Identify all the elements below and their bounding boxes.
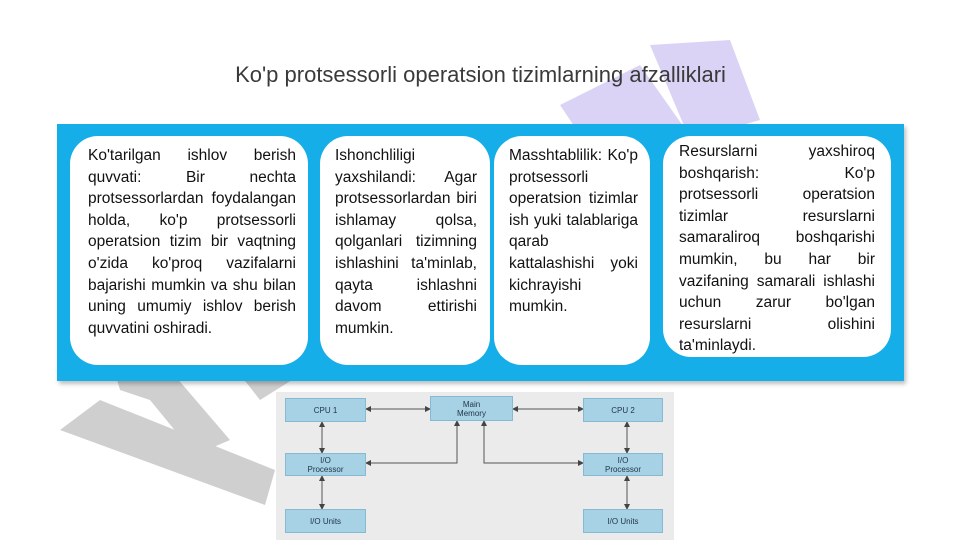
cpu1-label: CPU 1 [313, 405, 338, 415]
card-reliability: Ishonchliligi yaxshilandi: Agar protsess… [320, 136, 490, 365]
cpu2-box: CPU 2 [583, 398, 663, 422]
io-left-line1: I/O [320, 455, 331, 465]
multiprocessor-diagram: CPU 1 Main Memory CPU 2 I/O Processor I/… [276, 392, 674, 540]
memory-label-line1: Main [462, 399, 481, 409]
diagram-connectors [319, 406, 630, 510]
card-processing-power: Ko'tarilgan ishlov berish quvvati: Bir n… [70, 136, 308, 365]
card-resource-management: Resurslarni yaxshiroq boshqarish: Ko'p p… [663, 136, 891, 357]
io-left-line2: Processor [307, 464, 344, 474]
io-units-left-box: I/O Units [285, 509, 366, 533]
cpu2-label: CPU 2 [611, 405, 635, 415]
card-text: Masshtablilik: Ko'p protsessorli operats… [509, 147, 638, 316]
main-memory-box: Main Memory [430, 396, 513, 421]
io-units-right-label: I/O Units [607, 516, 639, 526]
io-units-right-box: I/O Units [583, 509, 663, 533]
card-text: Resurslarni yaxshiroq boshqarish: Ko'p p… [679, 143, 875, 355]
io-units-left-label: I/O Units [309, 516, 342, 526]
io-processor-left-box: I/O Processor [285, 453, 366, 476]
cpu1-box: CPU 1 [285, 398, 366, 422]
memory-label-line2: Memory [457, 408, 486, 418]
card-scalability: Masshtablilik: Ko'p protsessorli operats… [494, 136, 650, 365]
io-right-line2: Processor [604, 464, 641, 474]
card-text: Ishonchliligi yaxshilandi: Agar protsess… [335, 147, 477, 337]
slide-title: Ko'p protsessorli operatsion tizimlarnin… [235, 62, 726, 87]
card-text: Ko'tarilgan ishlov berish quvvati: Bir n… [88, 147, 296, 337]
io-right-line1: I/O [617, 455, 629, 465]
io-processor-right-box: I/O Processor [583, 453, 663, 476]
